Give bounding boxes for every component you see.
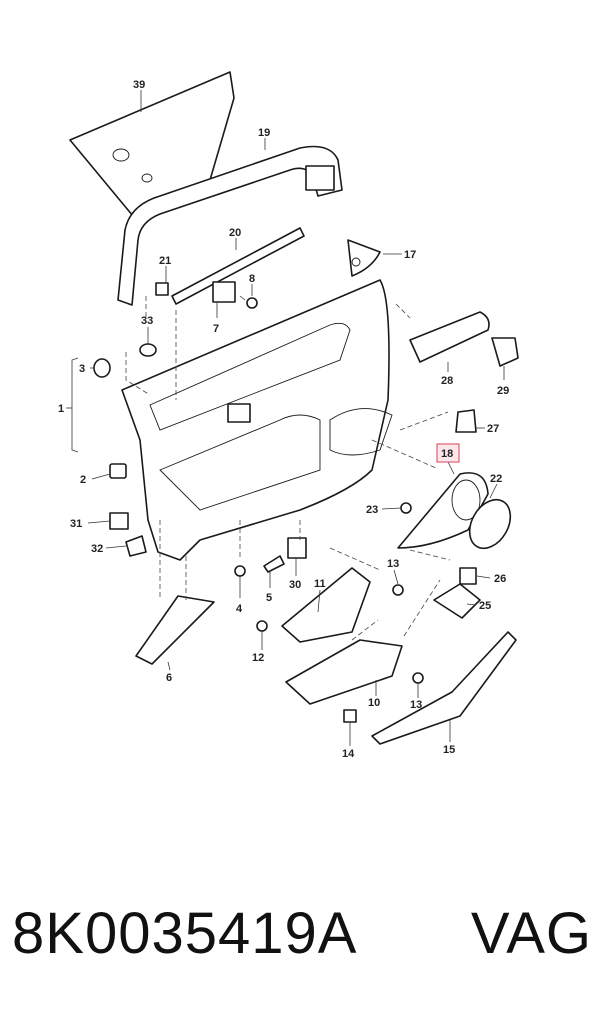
part-13-screw-lower: [412, 672, 424, 684]
callout-11: 11: [314, 578, 326, 590]
part-13-screw-upper: [392, 584, 404, 596]
part-22-grille: [468, 498, 512, 550]
part-14-clip: [343, 709, 357, 723]
part-4-screw: [234, 565, 246, 577]
part-number-caption: 8K0035419A VAG: [12, 893, 592, 973]
part-11-armrest-bracket: [281, 567, 371, 643]
part-30-clip: [287, 537, 307, 559]
callout-21: 21: [159, 255, 171, 267]
part-7-bracket: [212, 281, 236, 303]
exploded-parts-diagram: 39 19 20 17 21 8 7 33 28 29 3 1 27 18 2 …: [58, 71, 519, 760]
callout-3: 3: [79, 363, 85, 375]
callout-13-upper: 13: [387, 558, 399, 570]
callout-18-highlight: [436, 443, 460, 463]
leader-lines: [66, 90, 505, 746]
part-5-bracket: [263, 555, 285, 573]
callout-23: 23: [366, 504, 378, 516]
callout-13-lower: 13: [410, 699, 422, 711]
part-3-plug: [93, 358, 111, 378]
part-33-clip: [139, 343, 157, 357]
part-15-lower-trim: [371, 631, 517, 745]
part-17-cover: [347, 239, 381, 277]
brand-label: VAG: [470, 900, 592, 966]
part-10-armrest: [285, 639, 403, 705]
callout-2: 2: [80, 474, 86, 486]
part-2-plug: [109, 463, 127, 479]
callout-14: 14: [342, 748, 355, 760]
callout-29: 29: [497, 385, 509, 397]
callout-32: 32: [91, 543, 103, 555]
callout-25: 25: [479, 600, 491, 612]
callout-6: 6: [166, 672, 172, 684]
part-20-strip: [171, 227, 305, 305]
callout-22: 22: [490, 473, 502, 485]
callout-31: 31: [70, 518, 82, 530]
callout-1: 1: [58, 403, 64, 415]
part-26-switch: [459, 567, 477, 585]
assembly-guide-lines: [125, 296, 451, 641]
part-29-switch: [491, 337, 519, 367]
part-25-switch-block: [433, 583, 481, 619]
callout-5: 5: [266, 592, 272, 604]
part-32-clip: [125, 535, 147, 557]
part-23-screw: [400, 502, 412, 514]
callout-12: 12: [252, 652, 264, 664]
callout-4: 4: [236, 603, 243, 615]
callout-7: 7: [213, 323, 219, 335]
callout-19: 19: [258, 127, 270, 139]
part-1-door-panel: [121, 279, 393, 561]
part-28-handle: [409, 311, 490, 363]
callout-28: 28: [441, 375, 453, 387]
callout-labels: 39 19 20 17 21 8 7 33 28 29 3 1 27 18 2 …: [58, 79, 509, 760]
callout-20: 20: [229, 227, 241, 239]
part-27-cap: [455, 409, 477, 433]
part-19-frame-trim: [117, 145, 343, 306]
callout-26: 26: [494, 573, 506, 585]
callout-33: 33: [141, 315, 153, 327]
part-number: 8K0035419A: [12, 900, 358, 966]
part-31-switch: [109, 512, 129, 530]
part-12-screw: [256, 620, 268, 632]
callout-27: 27: [487, 423, 499, 435]
part-6-trim: [135, 595, 215, 665]
callout-10: 10: [368, 697, 380, 709]
callout-18: 18: [441, 448, 453, 460]
callout-30: 30: [289, 579, 301, 591]
callout-8: 8: [249, 273, 255, 285]
part-21-clip: [155, 282, 169, 296]
part-8-screw: [239, 295, 258, 309]
callout-17: 17: [404, 249, 416, 261]
callout-15: 15: [443, 744, 455, 756]
callout-39: 39: [133, 79, 145, 91]
